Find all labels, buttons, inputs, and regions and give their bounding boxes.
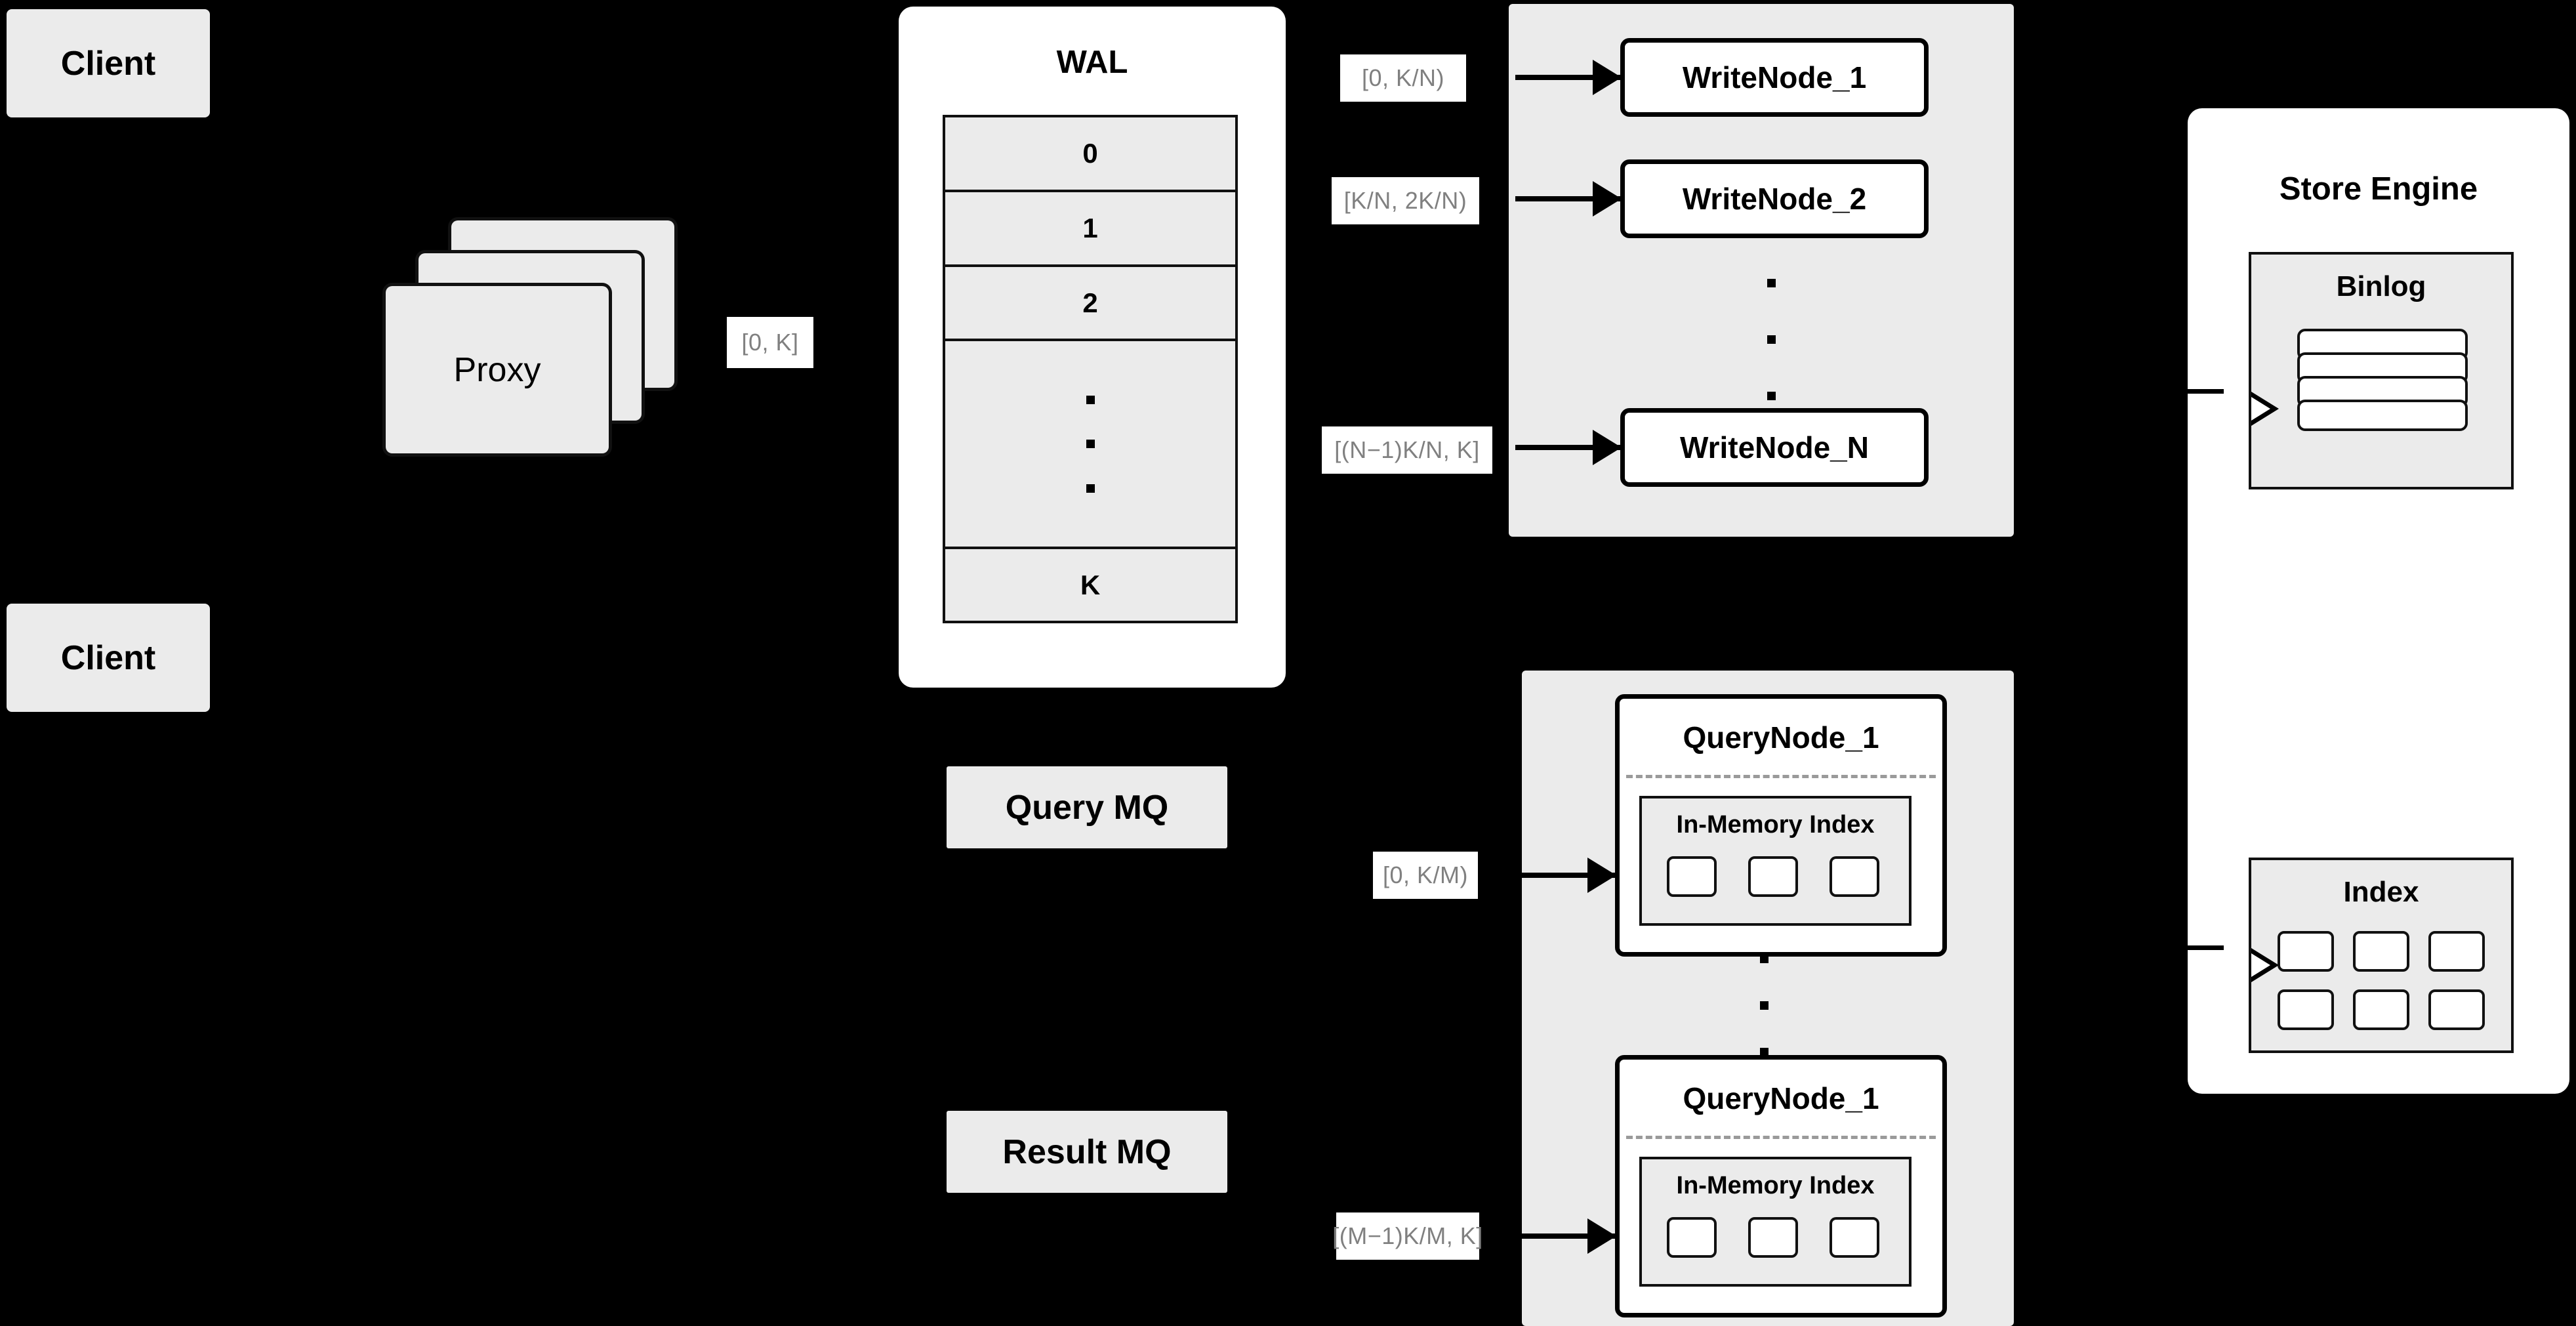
query-node-1-inmemory-index-title: In-Memory Index bbox=[1676, 810, 1875, 839]
query-node-2-slot-3[interactable] bbox=[1830, 1217, 1879, 1258]
query-node-1-slot-3[interactable] bbox=[1830, 856, 1879, 897]
client-label-1: Client bbox=[60, 44, 156, 83]
binlog-row-4[interactable] bbox=[2297, 400, 2468, 431]
proxy-label: Proxy bbox=[453, 350, 541, 389]
query-mq-label: Query MQ bbox=[1005, 788, 1169, 827]
query-node-ellipsis bbox=[1760, 955, 1768, 1056]
index-cell-3[interactable] bbox=[2428, 931, 2485, 972]
write-node-2[interactable]: WriteNode_2 bbox=[1620, 159, 1929, 238]
query-node-1-divider bbox=[1626, 775, 1936, 778]
arrow-head-write-node-2 bbox=[1593, 181, 1622, 217]
arrow-head-index bbox=[2251, 948, 2279, 982]
result-mq-box[interactable]: Result MQ bbox=[947, 1111, 1227, 1193]
arrow-shaft-index bbox=[2158, 945, 2224, 950]
arrow-head-write-node-1 bbox=[1593, 60, 1622, 95]
query-mq-box[interactable]: Query MQ bbox=[947, 766, 1227, 848]
arrow-head-query-node-1 bbox=[1587, 858, 1616, 893]
proxy-card-front[interactable]: Proxy bbox=[386, 286, 609, 453]
index-title: Index bbox=[2343, 876, 2419, 908]
client-box-1[interactable]: Client bbox=[7, 9, 210, 117]
query-node-1-slot-2[interactable] bbox=[1748, 856, 1798, 897]
index-cell-1[interactable] bbox=[2278, 931, 2334, 972]
query-node-1-label: QueryNode_1 bbox=[1683, 720, 1879, 755]
client-box-2[interactable]: Client bbox=[7, 604, 210, 712]
wal-row-1: 1 bbox=[945, 192, 1235, 267]
write-node-ellipsis bbox=[1767, 279, 1776, 400]
wal-row-2: 2 bbox=[945, 267, 1235, 342]
write-node-2-label: WriteNode_2 bbox=[1682, 182, 1867, 216]
query-node-2-inmemory-index-title: In-Memory Index bbox=[1676, 1171, 1875, 1199]
range-label-proxy: [0, K] bbox=[727, 317, 813, 368]
query-node-2[interactable]: QueryNode_1 In-Memory Index bbox=[1615, 1055, 1947, 1317]
arrow-shaft-query-node-1 bbox=[1515, 873, 1617, 878]
wal-table: 0 1 2 K bbox=[943, 115, 1238, 623]
store-engine-title: Store Engine bbox=[2279, 171, 2478, 207]
query-node-1-slot-1[interactable] bbox=[1667, 856, 1717, 897]
arrow-shaft-binlog bbox=[2158, 389, 2224, 394]
range-label-query-node-2: [(M−1)K/M, K] bbox=[1332, 1212, 1482, 1260]
arrow-shaft-query-node-2 bbox=[1515, 1233, 1617, 1239]
range-label-write-node-1: [0, K/N) bbox=[1340, 54, 1466, 102]
arrow-shaft-write-node-1 bbox=[1515, 75, 1620, 80]
index-panel: Index bbox=[2249, 858, 2514, 1053]
query-node-1[interactable]: QueryNode_1 In-Memory Index bbox=[1615, 694, 1947, 957]
query-node-2-slot-2[interactable] bbox=[1748, 1217, 1798, 1258]
index-cell-6[interactable] bbox=[2428, 989, 2485, 1030]
range-label-write-node-n: [(N−1)K/N, K] bbox=[1322, 426, 1492, 474]
write-node-n[interactable]: WriteNode_N bbox=[1620, 408, 1929, 487]
arrow-shaft-write-node-2 bbox=[1515, 196, 1620, 201]
arrow-head-write-node-n bbox=[1593, 430, 1622, 465]
write-node-1-label: WriteNode_1 bbox=[1682, 60, 1867, 94]
arrow-head-binlog bbox=[2251, 392, 2279, 426]
arrow-shaft-write-node-n bbox=[1515, 445, 1620, 450]
write-node-1[interactable]: WriteNode_1 bbox=[1620, 38, 1929, 117]
client-label-2: Client bbox=[60, 638, 156, 677]
query-node-1-inmemory-index-panel: In-Memory Index bbox=[1639, 796, 1912, 926]
query-node-2-divider bbox=[1626, 1136, 1936, 1139]
range-label-query-node-1: [0, K/M) bbox=[1373, 852, 1478, 899]
index-cell-4[interactable] bbox=[2278, 989, 2334, 1030]
wal-title: WAL bbox=[1056, 45, 1128, 80]
query-node-2-inmemory-index-panel: In-Memory Index bbox=[1639, 1157, 1912, 1287]
range-label-write-node-2: [K/N, 2K/N) bbox=[1332, 177, 1479, 224]
wal-row-ellipsis bbox=[945, 341, 1235, 550]
binlog-title: Binlog bbox=[2336, 270, 2426, 302]
result-mq-label: Result MQ bbox=[1002, 1132, 1172, 1171]
wal-ellipsis-dots bbox=[1086, 395, 1095, 493]
wal-row-0: 0 bbox=[945, 117, 1235, 192]
binlog-panel: Binlog bbox=[2249, 252, 2514, 489]
query-node-2-slot-1[interactable] bbox=[1667, 1217, 1717, 1258]
wal-row-k: K bbox=[1080, 569, 1101, 600]
index-cell-2[interactable] bbox=[2353, 931, 2409, 972]
arrow-head-query-node-2 bbox=[1587, 1218, 1616, 1254]
write-node-n-label: WriteNode_N bbox=[1680, 430, 1869, 465]
index-cell-5[interactable] bbox=[2353, 989, 2409, 1030]
query-node-2-label: QueryNode_1 bbox=[1683, 1081, 1879, 1115]
